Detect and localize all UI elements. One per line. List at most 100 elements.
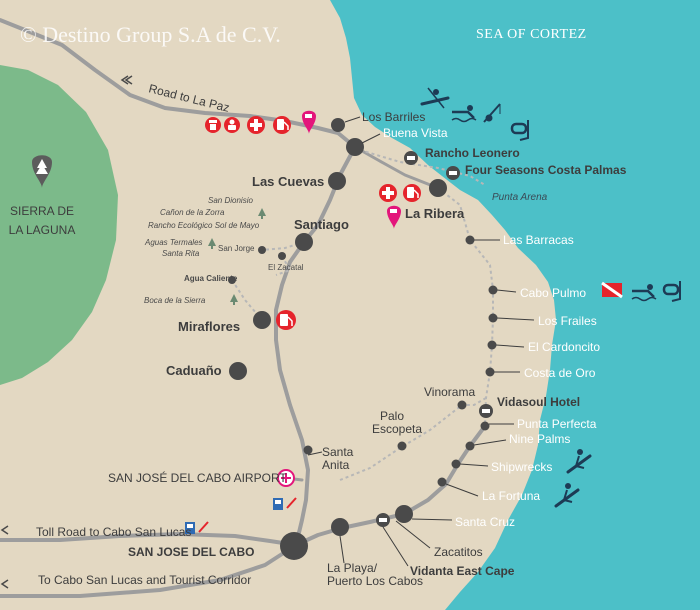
leader-santa-cruz — [411, 518, 453, 521]
town-marker-caduano — [229, 362, 247, 380]
toll-road — [0, 532, 298, 547]
tree-icon — [208, 238, 216, 249]
place-shipwrecks: Shipwrecks — [491, 460, 552, 474]
snorkel-icon — [510, 120, 529, 141]
road-label-corridor: To Cabo San Lucas and Tourist Corridor — [38, 573, 251, 587]
place-palo-escopeta-line1: Palo — [380, 409, 404, 423]
services-icons — [205, 110, 421, 330]
swimmer-icon — [451, 105, 477, 123]
shopping-cart-icon — [387, 205, 401, 229]
place-airport: SAN JOSÉ DEL CABO AIRPORT — [108, 470, 287, 485]
leader-santa-anita — [307, 451, 323, 456]
doctor-icon — [224, 117, 240, 133]
gas-station-icon — [273, 116, 291, 134]
road-to-la-paz — [0, 18, 357, 149]
town-marker-las-cuevas — [328, 172, 346, 190]
dirt-road-sierra — [231, 279, 263, 321]
toll-booth-icon — [273, 497, 297, 510]
road-arrow-icon — [0, 525, 9, 535]
place-san-jose-del-cabo: SAN JOSE DEL CABO — [128, 545, 254, 559]
coast-road-south — [294, 424, 487, 547]
sea-label: SEA OF CORTEZ — [476, 27, 587, 42]
place-aguas-termales: Aguas Termales — [144, 238, 203, 247]
surfer-icon — [554, 483, 580, 508]
place-punta-perfecta: Punta Perfecta — [517, 417, 597, 431]
town-marker-la-fortuna — [437, 477, 447, 487]
sierra-de-la-laguna-area — [0, 65, 118, 385]
road-arrow-icon — [120, 75, 133, 85]
toll-booth-icon — [185, 521, 209, 534]
town-marker-palo-escopeta — [397, 441, 407, 451]
place-vidanta: Vidanta East Cape — [410, 564, 515, 578]
town-marker-costa-de-oro — [485, 367, 495, 377]
dive-flag-icon — [601, 281, 623, 299]
place-santa-rita: Santa Rita — [162, 249, 200, 258]
town-marker-las-barracas — [465, 235, 475, 245]
leader-la-fortuna — [445, 483, 479, 497]
town-marker-santa-anita — [303, 445, 313, 455]
town-marker-nine-palms — [465, 441, 475, 451]
leader-la-playa — [339, 535, 345, 564]
activity-icons — [420, 87, 681, 508]
place-san-jorge: San Jorge — [218, 244, 255, 253]
place-las-barracas: Las Barracas — [503, 233, 574, 247]
town-marker-buena-vista — [346, 138, 364, 156]
place-la-ribera: La Ribera — [405, 206, 465, 221]
town-marker-san-jose — [280, 532, 308, 560]
place-santa-anita-line1: Santa — [322, 445, 354, 459]
shopping-cart-icon — [302, 110, 316, 134]
dirt-road-zacatal — [275, 255, 292, 276]
place-agua-caliente: Agua Caliente — [184, 274, 238, 283]
town-marker-el-cardoncito — [487, 340, 497, 350]
airport-icon — [277, 469, 295, 487]
place-la-playa-line2: Puerto Los Cabos — [327, 574, 423, 588]
leader-los-frailes — [496, 317, 535, 321]
copyright-notice: © Destino Group S.A de C.V. — [20, 22, 281, 47]
road-arrows — [0, 75, 133, 589]
main-roads — [0, 18, 487, 598]
place-la-fortuna: La Fortuna — [482, 489, 540, 503]
leader-shipwrecks — [459, 463, 489, 467]
place-san-dionisio: San Dionisio — [208, 196, 253, 205]
town-marker-miraflores — [253, 311, 271, 329]
tree-icon — [258, 208, 266, 219]
place-vinorama: Vinorama — [424, 385, 475, 399]
place-costa-de-oro: Costa de Oro — [524, 366, 596, 380]
la-ribera-road — [353, 145, 440, 190]
place-palo-escopeta-line2: Escopeta — [372, 422, 422, 436]
swimmer-icon — [631, 284, 657, 302]
town-marker-la-playa — [331, 518, 349, 536]
place-los-frailes: Los Frailes — [538, 314, 597, 328]
gas-station-icon — [403, 184, 421, 202]
place-nine-palms: Nine Palms — [509, 432, 570, 446]
town-marker-cabo-pulmo — [488, 285, 498, 295]
place-boca-sierra: Boca de la Sierra — [144, 296, 206, 305]
leader-vidanta — [382, 526, 409, 567]
fishing-icon — [483, 103, 501, 123]
leader-buena-vista — [361, 133, 381, 144]
place-cabo-pulmo: Cabo Pulmo — [520, 286, 586, 300]
corridor-road — [0, 543, 298, 598]
police-icon — [205, 117, 221, 133]
road-arrow-icon — [0, 579, 9, 589]
place-los-barriles: Los Barriles — [362, 110, 425, 124]
town-marker-el-zacatal — [278, 252, 286, 260]
place-rancho-leonero: Rancho Leonero — [425, 146, 520, 160]
place-caduano: Caduaño — [166, 363, 222, 378]
tree-icon — [32, 155, 52, 188]
hotel-icon — [446, 166, 460, 180]
towns — [228, 118, 498, 560]
place-santiago: Santiago — [294, 217, 349, 232]
tree-icon — [230, 294, 238, 305]
leader-zacatitos — [395, 520, 431, 549]
hotel-markers — [376, 151, 493, 527]
place-santa-anita-line2: Anita — [322, 458, 350, 472]
town-marker-santa-cruz — [395, 505, 413, 523]
hotel-icon — [376, 513, 390, 527]
town-marker-shipwrecks — [451, 459, 461, 469]
place-vidasoul: Vidasoul Hotel — [497, 395, 580, 409]
hospital-cross-icon — [247, 116, 265, 134]
leader-el-cardoncito — [495, 344, 525, 348]
